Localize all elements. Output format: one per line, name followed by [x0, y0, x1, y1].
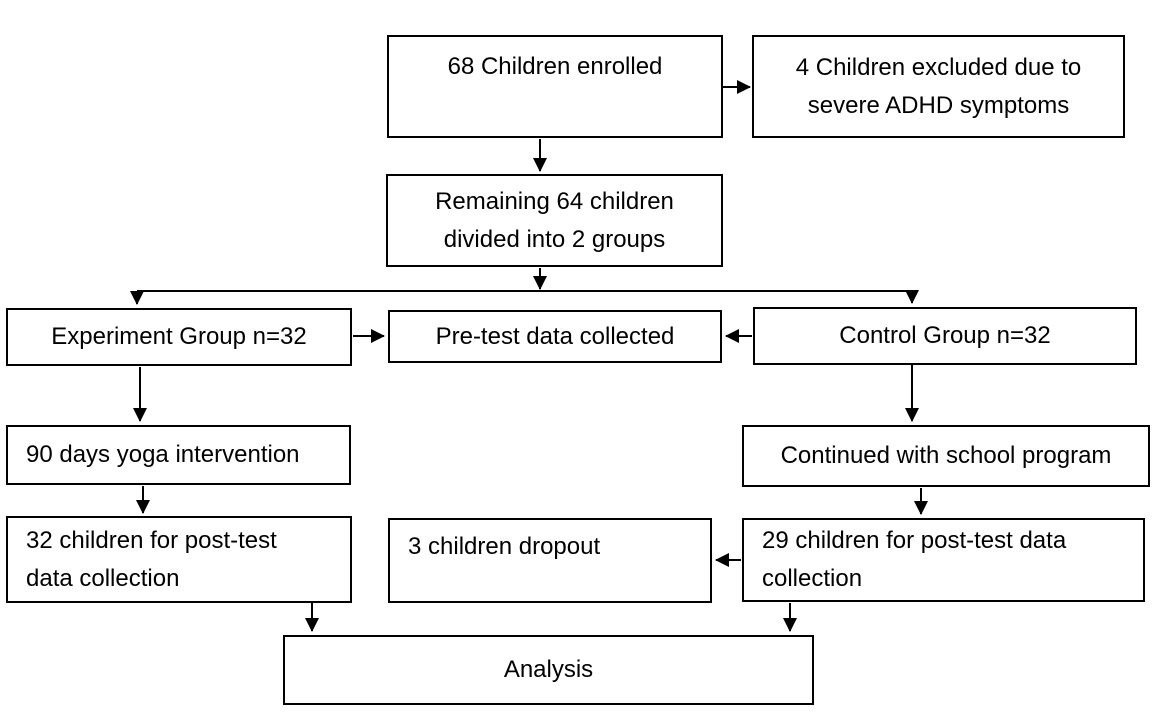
node-posttest-29: 29 children for post-test data collectio…: [742, 518, 1145, 602]
node-analysis-label: Analysis: [503, 656, 594, 683]
node-experiment-group: Experiment Group n=32: [6, 308, 352, 366]
node-posttest-32-line1: 32 children for post-test: [26, 526, 277, 554]
node-dropout: 3 children dropout: [388, 518, 712, 603]
node-remaining: Remaining 64 children divided into 2 gro…: [386, 174, 723, 267]
node-pretest-label: Pre-test data collected: [435, 322, 675, 350]
node-school-program-label: Continued with school program: [780, 442, 1112, 469]
node-excluded-line2: severe ADHD symptoms: [807, 91, 1070, 119]
node-excluded: 4 Children excluded due to severe ADHD s…: [752, 35, 1125, 138]
node-posttest-32-line2: data collection: [26, 564, 180, 592]
node-enrolled-label: 68 Children enrolled: [447, 53, 663, 80]
node-control-group-label: Control Group n=32: [839, 322, 1051, 349]
node-posttest-32: 32 children for post-test data collectio…: [6, 516, 352, 603]
node-enrolled: 68 Children enrolled: [387, 35, 723, 138]
node-experiment-group-label: Experiment Group n=32: [51, 323, 307, 350]
node-control-group: Control Group n=32: [753, 307, 1137, 365]
node-analysis: Analysis: [283, 635, 814, 705]
node-pretest: Pre-test data collected: [388, 310, 722, 363]
node-remaining-line2: divided into 2 groups: [443, 225, 666, 253]
node-posttest-29-line2: collection: [762, 565, 863, 592]
node-yoga-intervention: 90 days yoga intervention: [6, 425, 351, 485]
node-school-program: Continued with school program: [742, 425, 1150, 487]
node-yoga-intervention-label: 90 days yoga intervention: [26, 441, 300, 468]
node-posttest-29-line1: 29 children for post-test data: [762, 527, 1067, 554]
node-dropout-label: 3 children dropout: [408, 533, 601, 560]
node-excluded-line1: 4 Children excluded due to: [795, 53, 1082, 81]
node-remaining-line1: Remaining 64 children: [435, 187, 674, 215]
